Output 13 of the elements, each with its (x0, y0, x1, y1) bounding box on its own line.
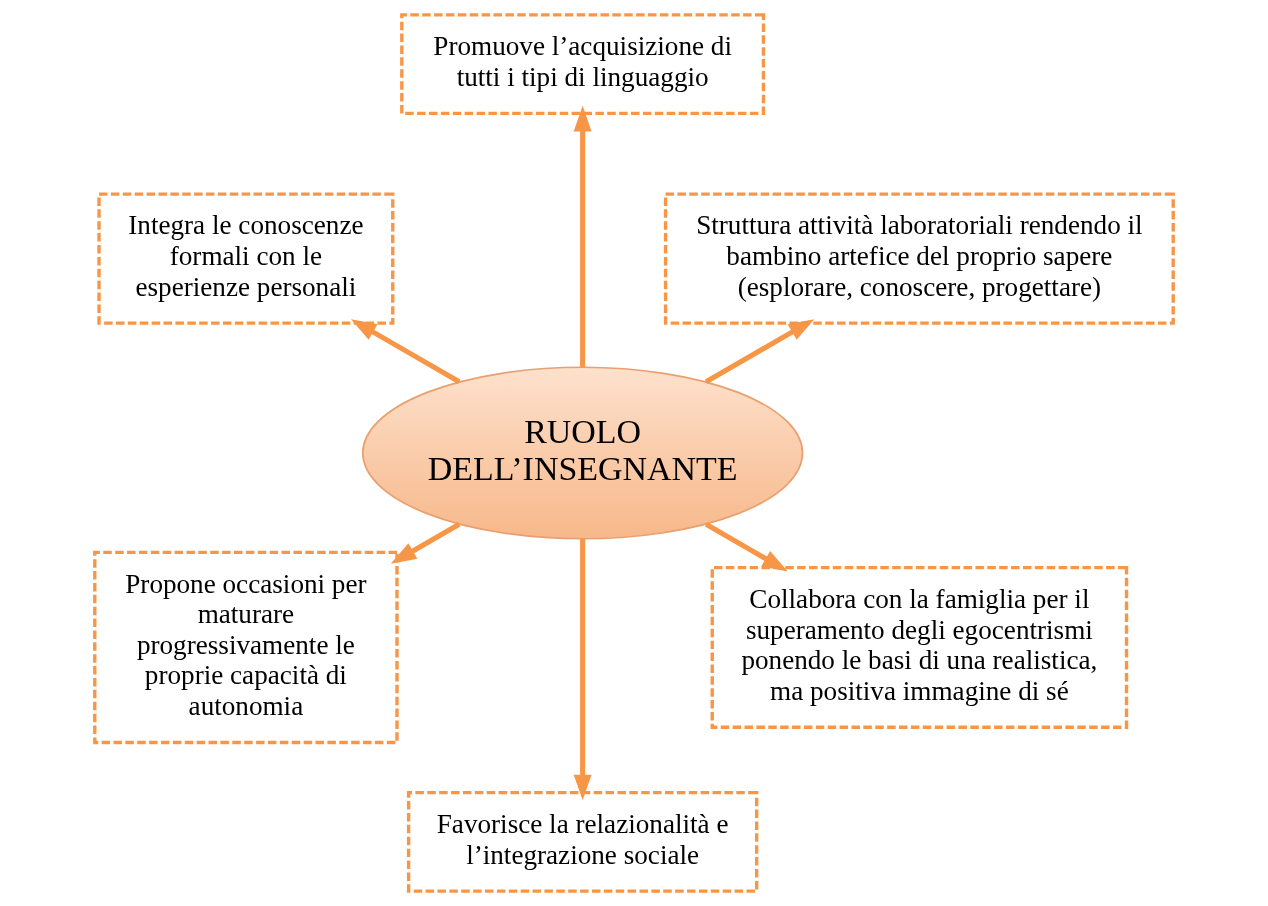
node-ellipse: RUOLO DELL’INSEGNANTE (361, 366, 804, 540)
node-box: Collabora con la famiglia per il superamento degli egocentrismi ponendo le basi di una realistica, ma positiva immagine di sé (710, 565, 1129, 729)
node-box: Struttura attività laboratoriali rendendo il bambino artefice del proprio sapere (esplorare, conoscere, progettare) (663, 192, 1175, 325)
node-box: Integra le conoscenze formali con le esperienze personali (97, 192, 395, 325)
arrow (573, 105, 592, 368)
node-box: Promuove l’acquisizione di tutti i tipi di linguaggio (400, 13, 766, 116)
arrow (351, 319, 461, 384)
arrow (704, 522, 788, 572)
node-box: Propone occasioni per maturare progressivamente le proprie capacità di autonomia (93, 550, 399, 745)
arrow (573, 538, 592, 801)
node-box: Favorisce la relazionalità e l’integrazione sociale (406, 790, 759, 893)
arrow (390, 522, 461, 564)
arrow (704, 319, 815, 384)
